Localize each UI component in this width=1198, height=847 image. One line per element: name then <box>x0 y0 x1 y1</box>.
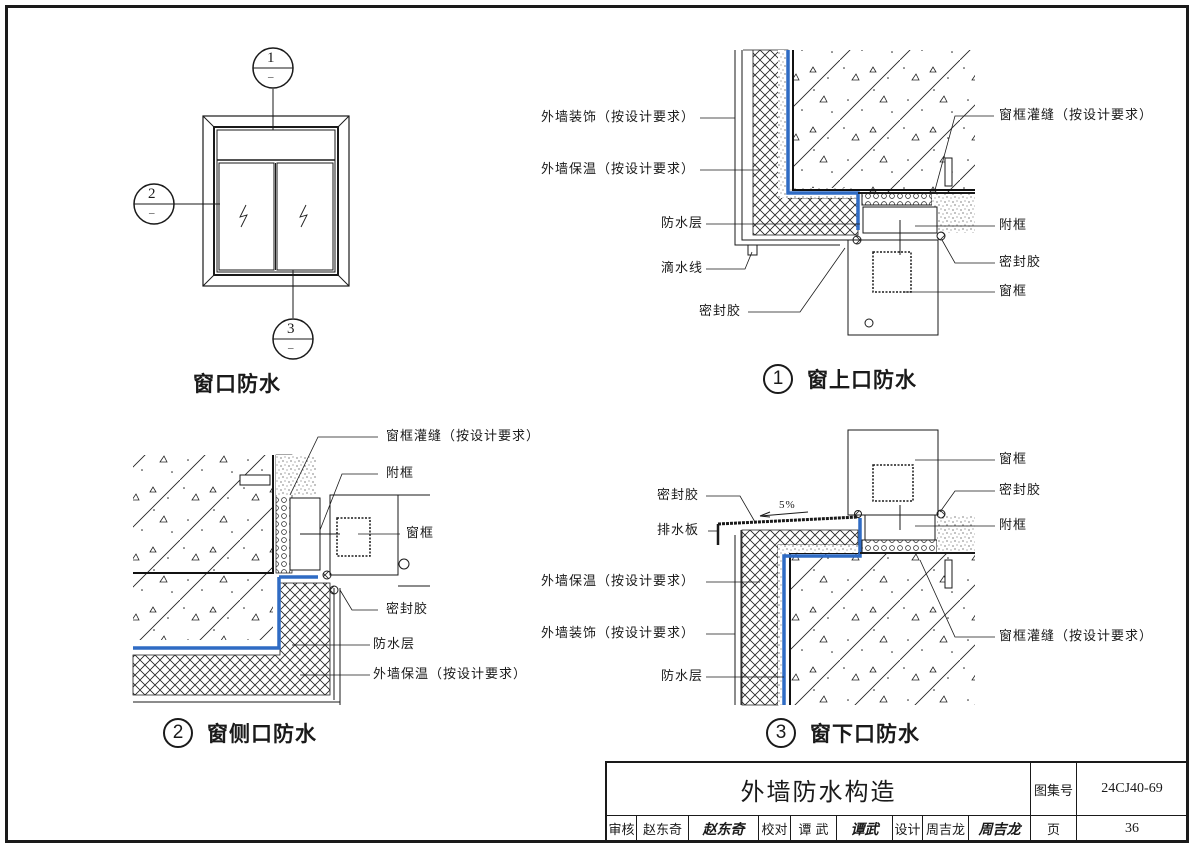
label-d1-grout: 窗框灌缝（按设计要求） <box>999 108 1154 123</box>
label-d2-subframe: 附框 <box>386 466 415 481</box>
callout-1-sheet: – <box>268 71 275 83</box>
label-d2-frame: 窗框 <box>406 526 435 541</box>
detail-2-title-text: 窗侧口防水 <box>207 722 317 746</box>
page-number: 36 <box>1077 816 1188 841</box>
detail-3-number-circle: 3 <box>766 718 796 748</box>
label-d2-grout: 窗框灌缝（按设计要求） <box>386 429 541 444</box>
callout-2-sheet: – <box>149 207 156 219</box>
detail-3-title-text: 窗下口防水 <box>810 722 920 746</box>
page-label: 页 <box>1031 816 1077 841</box>
atlas-number-label: 图集号 <box>1031 763 1077 815</box>
designer-signature: 周吉龙 <box>969 816 1031 841</box>
label-d2-sealant: 密封胶 <box>386 602 429 617</box>
designer-name: 周吉龙 <box>923 816 969 841</box>
title-block: 外墙防水构造 图集号 24CJ40-69 审核 赵东奇 赵东奇 校对 谭 武 谭… <box>605 761 1188 841</box>
label-d3-frame: 窗框 <box>999 452 1028 467</box>
reviewer-signature: 赵东奇 <box>689 816 759 841</box>
drawing-sheet-border <box>5 5 1189 843</box>
callout-2-number: 2 <box>148 186 157 202</box>
detail-2-title: 2 窗侧口防水 <box>163 718 317 748</box>
review-label: 审核 <box>607 816 637 841</box>
detail-1-title: 1 窗上口防水 <box>763 364 917 394</box>
label-d1-waterproof: 防水层 <box>661 216 704 231</box>
label-d3-drain-board: 排水板 <box>657 523 700 538</box>
atlas-number: 24CJ40-69 <box>1077 763 1188 815</box>
detail-1-title-text: 窗上口防水 <box>807 368 917 392</box>
label-d3-waterproof: 防水层 <box>661 669 704 684</box>
label-d3-insulation: 外墙保温（按设计要求） <box>541 574 696 589</box>
label-d3-grout: 窗框灌缝（按设计要求） <box>999 629 1154 644</box>
label-d1-drip: 滴水线 <box>661 261 704 276</box>
label-d3-sealant-left: 密封胶 <box>657 488 700 503</box>
window-elevation <box>133 47 350 360</box>
design-label: 设计 <box>893 816 923 841</box>
label-d3-subframe: 附框 <box>999 518 1028 533</box>
callout-3-sheet: – <box>288 342 295 354</box>
checker-signature: 谭武 <box>837 816 893 841</box>
label-d1-frame: 窗框 <box>999 284 1028 299</box>
label-d1-insulation: 外墙保温（按设计要求） <box>541 162 696 177</box>
detail-1-head-section <box>700 49 995 336</box>
callout-3-number: 3 <box>287 321 296 337</box>
elevation-title: 窗口防水 <box>193 372 281 396</box>
label-d1-sealant-left: 密封胶 <box>699 304 742 319</box>
detail-2-number-circle: 2 <box>163 718 193 748</box>
label-d2-insulation: 外墙保温（按设计要求） <box>373 667 528 682</box>
label-d1-sealant-right: 密封胶 <box>999 255 1042 270</box>
reviewer-name: 赵东奇 <box>637 816 689 841</box>
detail-3-title: 3 窗下口防水 <box>766 718 920 748</box>
callout-1-number: 1 <box>267 50 276 66</box>
drawing-title: 外墙防水构造 <box>607 763 1031 815</box>
label-d3-sealant-right: 密封胶 <box>999 483 1042 498</box>
checker-name: 谭 武 <box>791 816 837 841</box>
detail-1-number-circle: 1 <box>763 364 793 394</box>
label-d1-subframe: 附框 <box>999 218 1028 233</box>
detail-2-jamb-section <box>132 436 430 705</box>
label-d1-decoration: 外墙装饰（按设计要求） <box>541 110 696 125</box>
check-label: 校对 <box>759 816 791 841</box>
label-d3-slope: 5% <box>779 499 796 511</box>
detail-3-sill-section <box>706 429 995 706</box>
label-d2-waterproof: 防水层 <box>373 637 416 652</box>
label-d3-decoration: 外墙装饰（按设计要求） <box>541 626 696 641</box>
